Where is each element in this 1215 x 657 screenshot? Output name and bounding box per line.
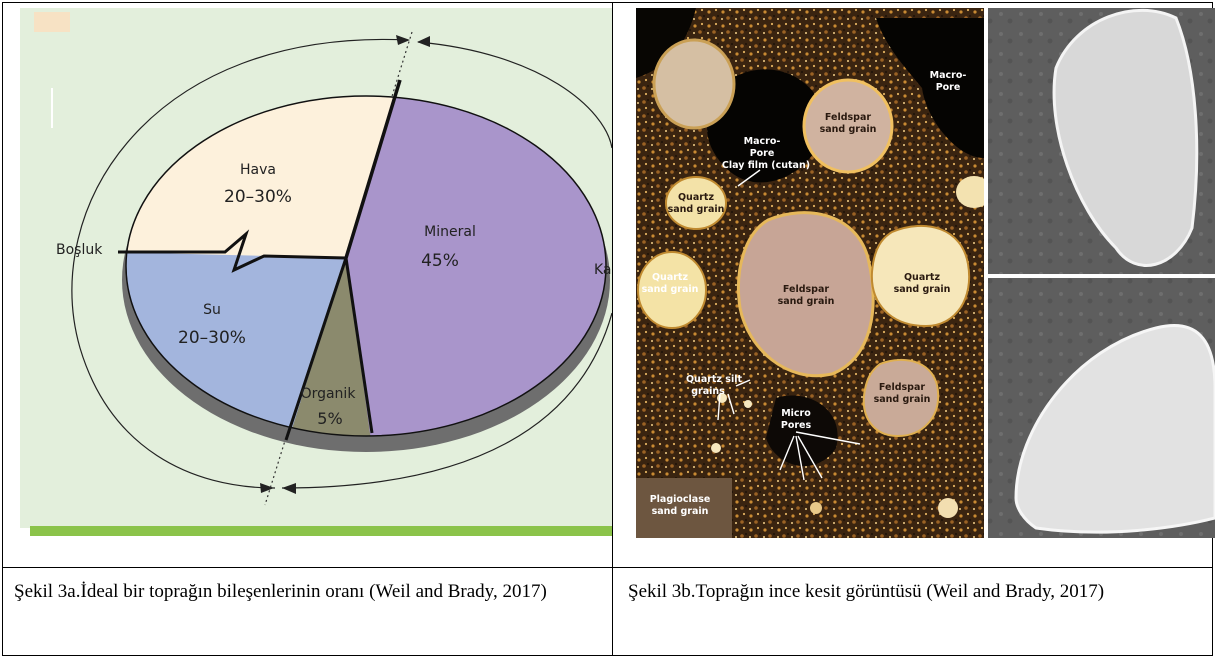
feldspar-grain-bottom-right	[862, 358, 940, 438]
value-organik: 5%	[317, 409, 342, 428]
thin-section-image: Macro- Pore Macro- Pore Feldspar sand gr…	[636, 8, 1215, 538]
label-macro-pore-1-line1: Macro-	[744, 136, 781, 147]
label-quartz-2-line2: sand grain	[642, 284, 699, 295]
label-clay-film: Clay film (cutan)	[722, 160, 810, 171]
arrowhead-top-right	[417, 36, 430, 47]
arrowhead-top	[396, 35, 410, 45]
soil-composition-diagram: Hava 20–30% Su 20–30% Mineral 45% Organi…	[20, 8, 613, 536]
label-quartz-1-line2: sand grain	[668, 204, 725, 215]
thin-section-figure: Macro- Pore Macro- Pore Feldspar sand gr…	[636, 8, 1215, 538]
label-plagioclase-line2: sand grain	[652, 506, 709, 517]
label-feldspar-1-line2: sand grain	[820, 124, 877, 135]
label-quartz-3-line1: Quartz	[904, 272, 940, 283]
hava-su-border	[118, 229, 347, 273]
label-feldspar-2-line2: sand grain	[778, 296, 835, 307]
value-su: 20–30%	[178, 328, 246, 348]
quartz-grain-center-right	[870, 224, 971, 328]
soil-composition-figure: Hava 20–30% Su 20–30% Mineral 45% Organi…	[20, 8, 613, 538]
label-mineral: Mineral	[424, 224, 476, 240]
label-plagioclase-line1: Plagioclase	[650, 494, 711, 505]
solid-space-arc	[417, 41, 613, 149]
quartz-grain-left-mid	[637, 251, 707, 329]
macro-pore-1	[707, 69, 825, 183]
label-feldspar-2-line1: Feldspar	[783, 284, 829, 295]
sem-grain-top	[1052, 8, 1199, 267]
label-micro-pores-line2: Pores	[781, 420, 812, 431]
sem-divider-horizontal	[988, 274, 1215, 278]
label-feldspar-3-line2: sand grain	[874, 394, 931, 405]
pore-top-left	[636, 8, 696, 78]
caption-figure-3a: Şekil 3a.İdeal bir toprağın bileşenlerin…	[14, 581, 547, 602]
organik-mineral-border	[344, 257, 374, 434]
label-macro-pore-2-line2: Pore	[936, 82, 961, 93]
arrowhead-bottom	[260, 483, 274, 493]
table-row-divider	[2, 567, 1213, 568]
solid-space-arc-lower	[281, 312, 613, 489]
label-quartz-3-line2: sand grain	[894, 284, 951, 295]
table-middle-border	[612, 2, 613, 656]
corner-swatch	[34, 12, 70, 32]
annotation-arrows	[717, 169, 861, 481]
label-feldspar-1-line1: Feldspar	[825, 112, 871, 123]
label-organik: Organik	[301, 386, 357, 402]
pie-outline	[125, 95, 607, 437]
sem-divider-vertical	[984, 8, 988, 538]
feldspar-grain-top	[802, 78, 894, 174]
feldspar-grain-center	[736, 211, 875, 378]
pore-space-arc	[71, 38, 409, 489]
table-bottom-border	[2, 655, 1213, 656]
sector-mineral	[346, 96, 606, 436]
silt-grain-2	[744, 400, 752, 408]
arrowhead-bottom-right	[282, 483, 296, 494]
label-quartz-2-line1: Quartz	[652, 272, 688, 283]
label-micro-pores-line1: Micro	[781, 408, 811, 419]
label-su: Su	[203, 302, 221, 318]
label-quartz-silt-line1: Quartz silt	[686, 374, 742, 385]
silt-grain-5	[810, 502, 822, 514]
caption-figure-3b: Şekil 3b.Toprağın ince kesit görüntüsü (…	[628, 581, 1105, 602]
label-quartz-silt-line2: grains	[691, 386, 725, 397]
macro-pore-2	[876, 18, 984, 158]
quartz-grain-left	[665, 176, 727, 230]
accent-bar	[30, 526, 612, 536]
silt-grain-3	[711, 443, 721, 453]
table-left-border	[2, 2, 3, 656]
sector-organik	[286, 258, 372, 436]
mineral-border	[344, 79, 402, 259]
label-quartz-1-line1: Quartz	[678, 192, 714, 203]
su-organik-border	[284, 257, 348, 441]
plagioclase-grain	[636, 478, 732, 538]
quartz-grain-right-edge	[956, 176, 992, 208]
label-macro-pore-2-line1: Macro-	[930, 70, 967, 81]
label-bosluk: Boşluk	[56, 242, 103, 258]
table-top-border	[2, 2, 1213, 3]
silt-grain-4	[938, 498, 958, 518]
quartz-grain-topleft	[652, 38, 736, 130]
label-macro-pore-1-line2: Pore	[750, 148, 775, 159]
value-hava: 20–30%	[224, 187, 292, 207]
value-mineral: 45%	[421, 251, 459, 271]
label-ka: Ka	[594, 262, 612, 278]
pore-bottom	[766, 395, 838, 467]
label-feldspar-3-line1: Feldspar	[879, 382, 925, 393]
label-hava: Hava	[240, 162, 276, 178]
